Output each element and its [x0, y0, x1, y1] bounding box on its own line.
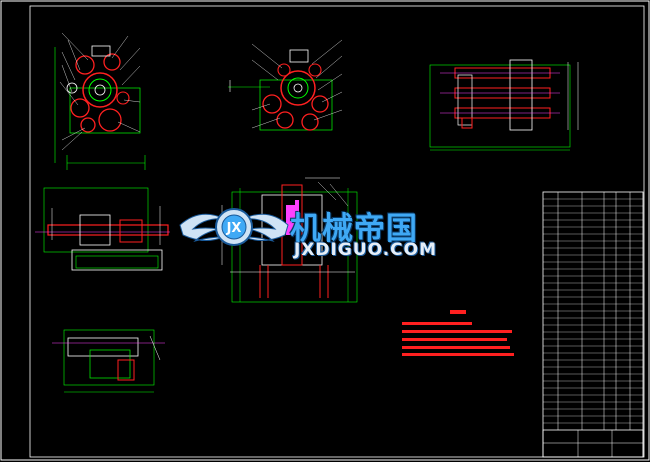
watermark-english-text: JXDIGUO.COM — [294, 240, 438, 260]
view-bottom-left — [52, 329, 165, 393]
view-section-left — [35, 187, 170, 271]
watermark-logo-icon: JX — [179, 208, 289, 246]
view-main-assembly — [221, 177, 358, 303]
view-gearbox-rear — [228, 39, 343, 131]
view-gearbox-front — [54, 32, 146, 170]
watermark-chinese-text: 机械帝国 — [290, 211, 418, 247]
watermark-logo-text: JX — [226, 221, 242, 236]
technical-notes — [402, 310, 514, 356]
drawing-frame-inner — [29, 5, 645, 458]
view-shaft-assembly — [429, 59, 579, 151]
parts-list-table — [542, 191, 644, 458]
